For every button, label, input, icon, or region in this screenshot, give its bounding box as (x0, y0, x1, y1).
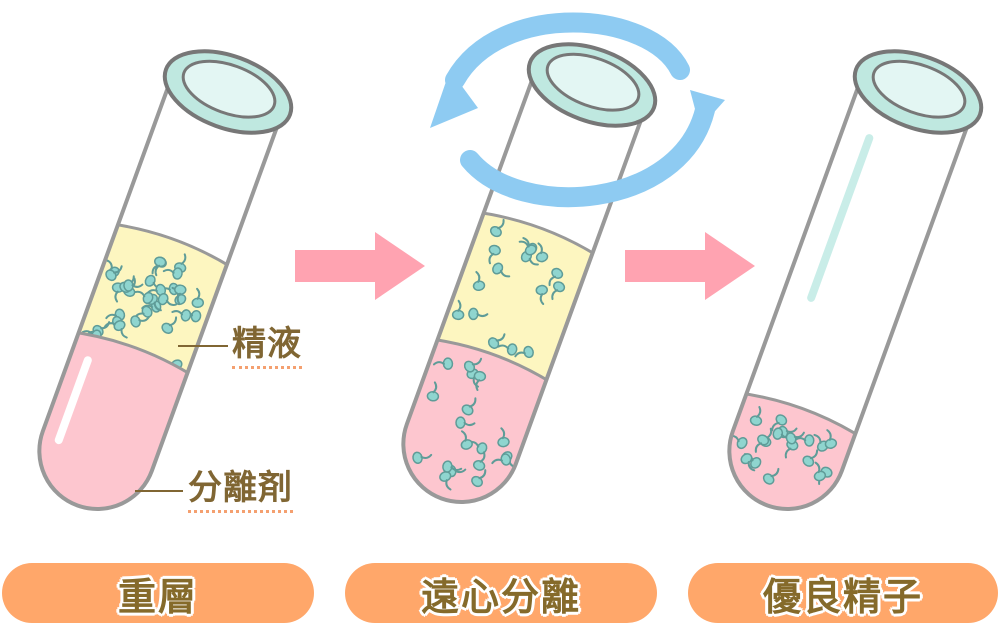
step-label: 重層 (117, 574, 198, 619)
semen-label: 精液 (232, 324, 302, 369)
step-label: 優良精子 (762, 574, 923, 619)
right-arrow-icon (625, 232, 755, 300)
callout-line (135, 490, 183, 492)
right-arrow-icon (295, 232, 425, 300)
test-tube-icon (713, 49, 984, 526)
separator-label: 分離剤 (188, 468, 293, 513)
step-label: 遠心分離 (420, 574, 581, 619)
rotation-arrows-icon (445, 12, 715, 208)
step-layering: 重層 (2, 563, 314, 623)
callout-line (178, 345, 228, 347)
step-good-sperm: 優良精子 (688, 563, 998, 623)
test-tube-icon (387, 42, 658, 519)
step-centrifuge: 遠心分離 (345, 563, 657, 623)
